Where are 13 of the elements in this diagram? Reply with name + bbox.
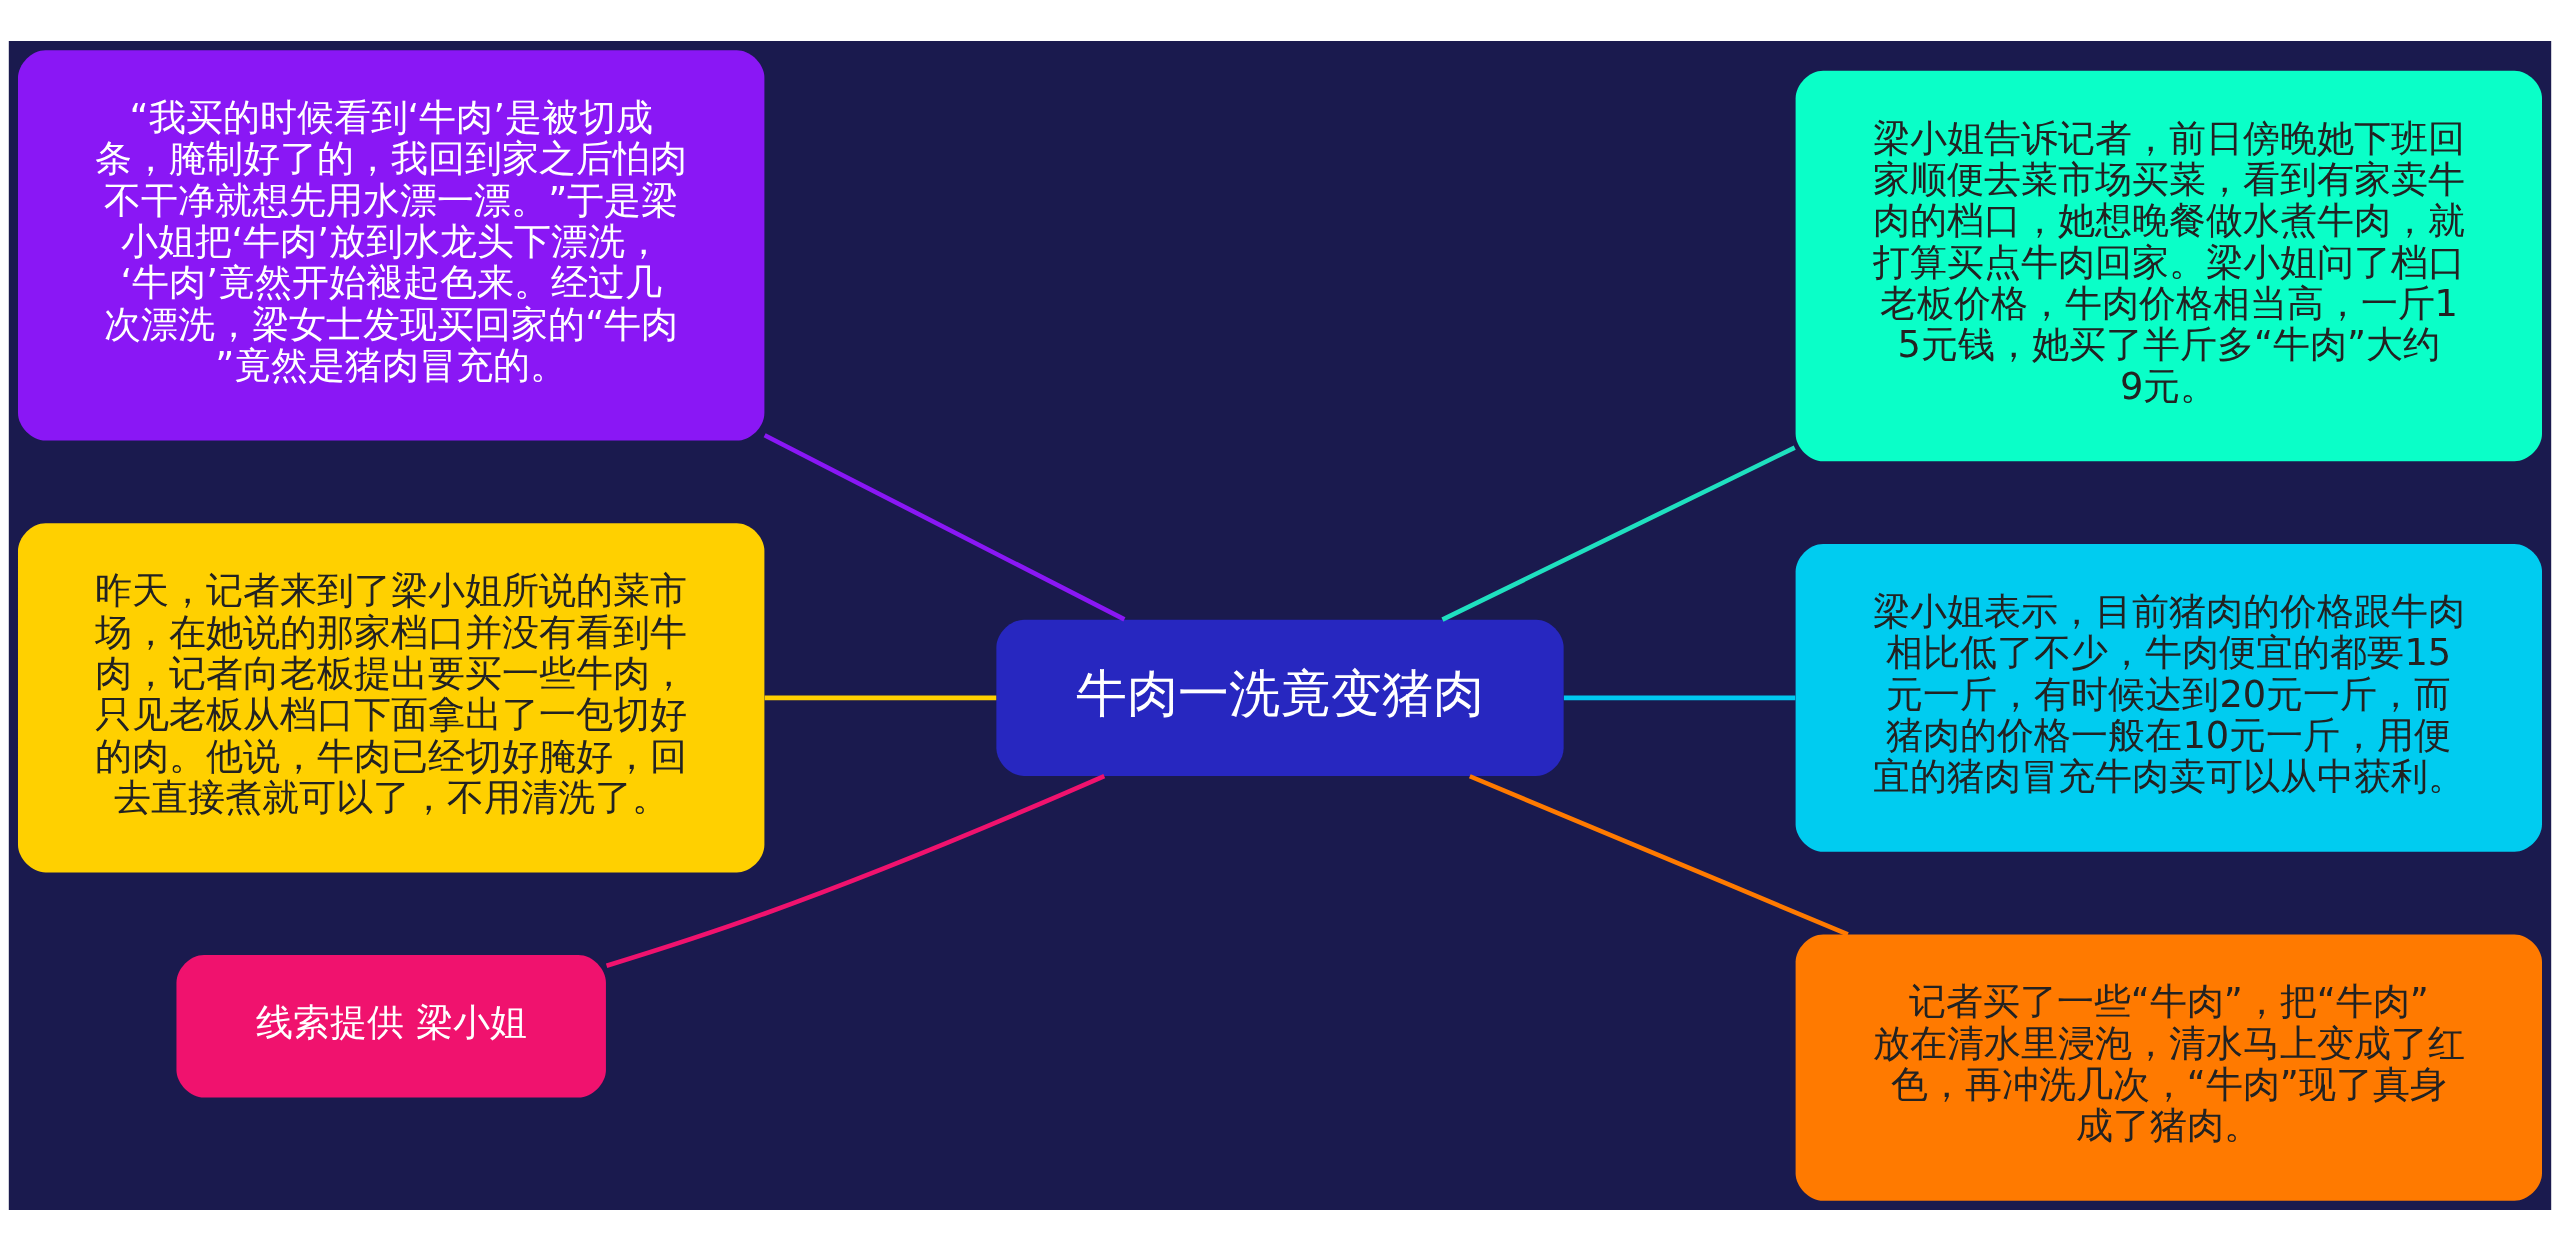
node-box: 牛肉一洗竟变猪肉 [996, 619, 1564, 776]
node-box: 梁小姐表示，目前猪肉的价格跟牛肉相比低了不少，牛肉便宜的都要15元一斤，有时候达到20元一斤，而猪肉的价格一般在10元一斤，用便宜的猪肉冒充牛肉卖可以从中获利。 [1795, 543, 2542, 852]
node-box: 梁小姐告诉记者，前日傍晚她下班回家顺便去菜市场买菜，看到有家卖牛肉的档口，她想晚餐做水煮牛肉，就打算买点牛肉回家。梁小姐问了档口老板价格，牛肉价格相当高，一斤15元钱，她买了半斤多“牛肉”大约9元。 [1795, 70, 2542, 461]
connector [764, 695, 997, 700]
node-box: 记者买了一些“牛肉”，把“牛肉”放在清水里浸泡，清水马上变成了红色，再冲洗几次，“牛肉”现了真身成了猪肉。 [1795, 933, 2542, 1201]
node-box: “我买的时候看到‘牛肉’是被切成条，腌制好了的，我回到家之后怕肉不干净就想先用水漂一漂。”于是梁小姐把‘牛肉’放到水龙头下漂洗，‘牛肉’竟然开始褪起色来。经过几次漂洗，梁女士发现买回家的“牛肉”竟然是猪肉冒充的。 [18, 49, 765, 441]
node-box: 线索提供 梁小姐 [176, 954, 606, 1097]
node-box: 昨天，记者来到了梁小姐所说的菜市场，在她说的那家档口并没有看到牛肉，记者向老板提出要买一些牛肉，只见老板从档口下面拿出了一包切好的肉。他说，牛肉已经切好腌好，回去直接煮就可以了，不用清洗了。 [18, 522, 765, 872]
connector [1441, 445, 1796, 622]
connector [763, 432, 1126, 621]
connector [1563, 695, 1796, 700]
connector [1468, 773, 1849, 936]
connector [605, 773, 1106, 968]
